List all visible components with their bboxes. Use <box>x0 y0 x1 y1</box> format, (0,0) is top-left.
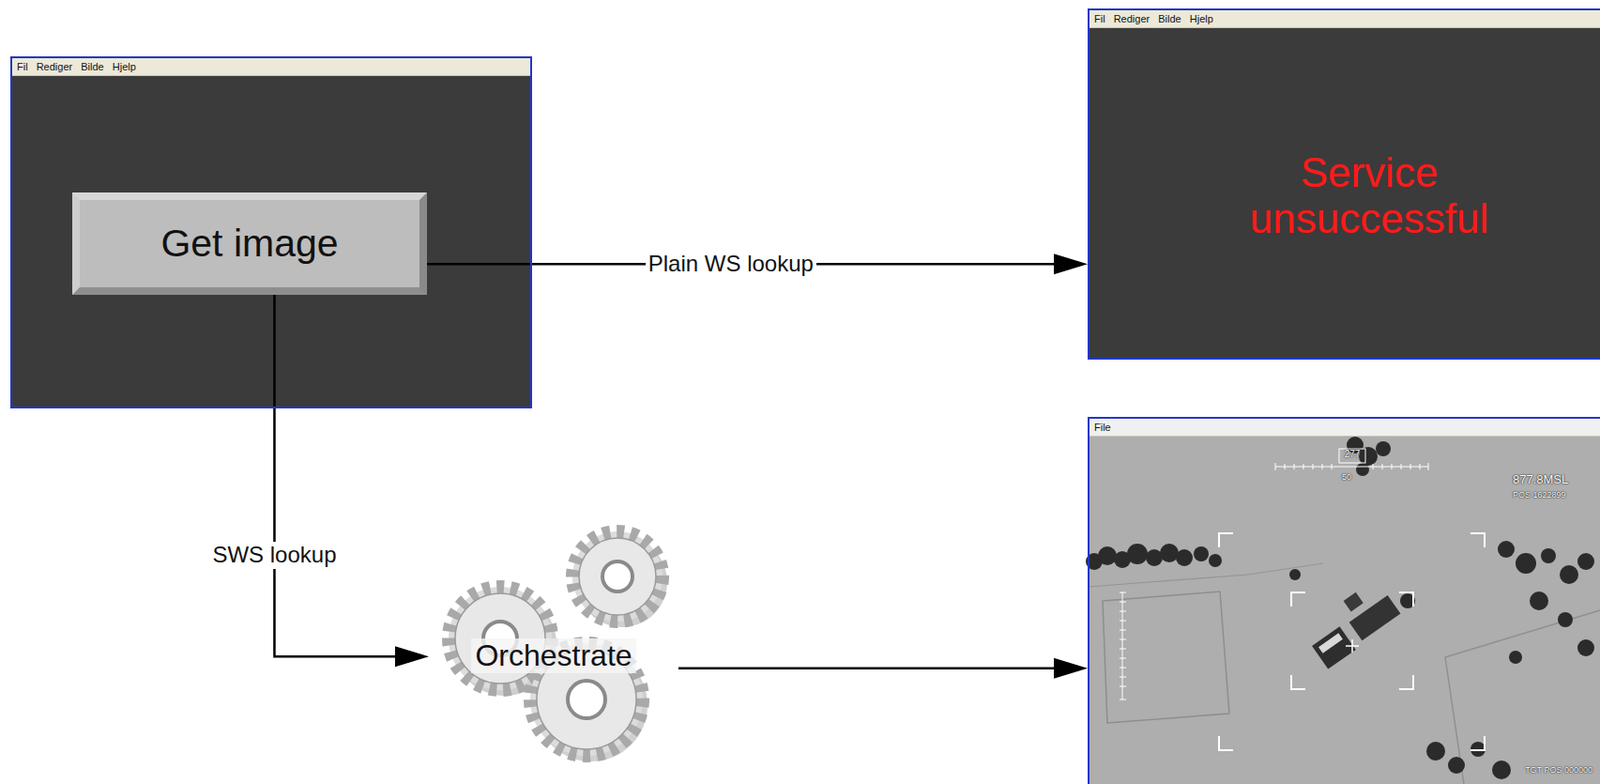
edge-label: SWS lookup <box>209 541 339 569</box>
process-label: Orchestrate <box>471 638 636 673</box>
aerial-image <box>1085 433 1600 784</box>
menu-items: Fil Rediger Bilde Hjelp <box>16 60 137 73</box>
image-overlay-text: TGT POS 000000 <box>1524 764 1593 776</box>
status-message-box: Service unsuccessful <box>1089 149 1600 243</box>
button: Get image <box>72 192 427 295</box>
arrowhead <box>1053 253 1088 275</box>
app-window: Fil Rediger Bilde HjelpGet image <box>10 56 533 409</box>
connector-line <box>678 667 1060 671</box>
status-message: Service unsuccessful <box>1214 149 1524 243</box>
menu-items: Fil Rediger Bilde Hjelp <box>1094 13 1214 25</box>
app-window: Fil Rediger Bilde HjelpService unsuccess… <box>1087 8 1600 360</box>
image-window: File <box>1087 416 1600 784</box>
window-ground <box>10 56 533 409</box>
arrowhead <box>395 645 429 667</box>
menu-items: File <box>1094 421 1112 433</box>
menu-bar: Fil Rediger Bilde Hjelp <box>1089 10 1600 29</box>
menu-bar: File <box>1089 418 1600 437</box>
image-overlay-text: POS 1622899 <box>1512 489 1567 501</box>
gear-icon <box>448 531 668 762</box>
button-label: Get image <box>160 221 338 266</box>
process-gears: Orchestrate <box>428 626 679 684</box>
arrowhead <box>1053 657 1088 679</box>
edge-label: Plain WS lookup <box>645 250 817 278</box>
image-overlay-text: 50 <box>1341 472 1352 483</box>
image-overlay-text: 877.8MSL <box>1512 472 1569 488</box>
menu-bar: Fil Rediger Bilde Hjelp <box>12 58 531 77</box>
image-overlay-text: 277 <box>1344 448 1361 460</box>
connector-line <box>274 294 401 656</box>
